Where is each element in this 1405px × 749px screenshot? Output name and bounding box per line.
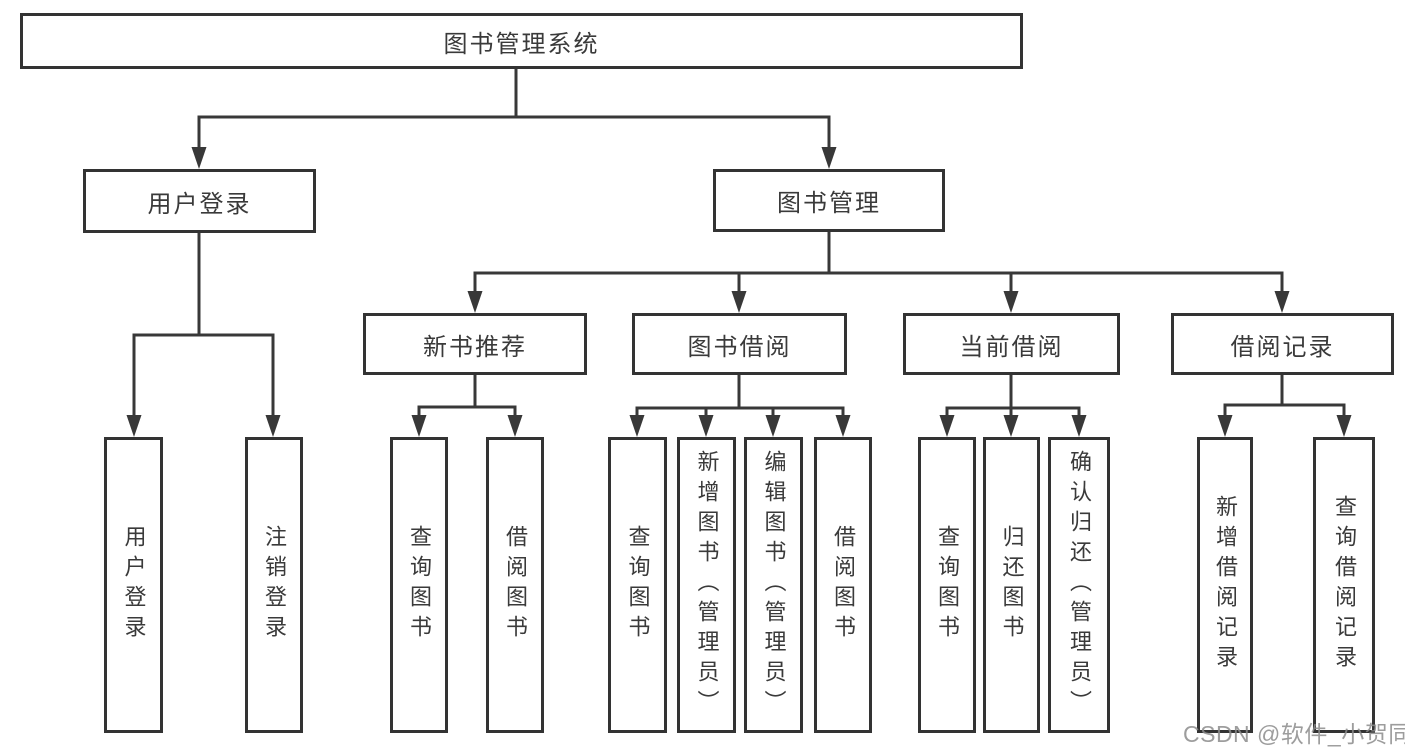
leaf-confirm-return-admin: 确认归还（管理员） bbox=[1048, 437, 1110, 733]
leaf-add-borrow-record: 新增借阅记录 bbox=[1197, 437, 1253, 733]
leaf-logout: 注销登录 bbox=[245, 437, 303, 733]
arrowheads bbox=[126, 147, 1352, 437]
leaf-user-login: 用户登录 bbox=[104, 437, 163, 733]
node-new-book-recommendation: 新书推荐 bbox=[363, 313, 587, 375]
leaf-query-book-current: 查询图书 bbox=[918, 437, 976, 733]
node-book-management: 图书管理 bbox=[713, 169, 945, 232]
node-borrowing-records: 借阅记录 bbox=[1171, 313, 1394, 375]
node-book-borrowing: 图书借阅 bbox=[632, 313, 847, 375]
node-user-login: 用户登录 bbox=[83, 169, 316, 233]
leaf-query-book-recommend: 查询图书 bbox=[390, 437, 448, 733]
leaf-query-borrow-record: 查询借阅记录 bbox=[1313, 437, 1375, 733]
leaf-query-book-borrowing: 查询图书 bbox=[608, 437, 667, 733]
node-current-borrowing: 当前借阅 bbox=[903, 313, 1120, 375]
leaf-return-book: 归还图书 bbox=[983, 437, 1040, 733]
leaf-borrow-book-recommend: 借阅图书 bbox=[486, 437, 544, 733]
node-library-management-system: 图书管理系统 bbox=[20, 13, 1023, 69]
leaf-add-book-admin: 新增图书（管理员） bbox=[677, 437, 736, 733]
csdn-watermark: CSDN @软件_小贺同学 bbox=[1183, 721, 1405, 747]
leaf-edit-book-admin: 编辑图书（管理员） bbox=[744, 437, 803, 733]
leaf-borrow-book: 借阅图书 bbox=[814, 437, 872, 733]
